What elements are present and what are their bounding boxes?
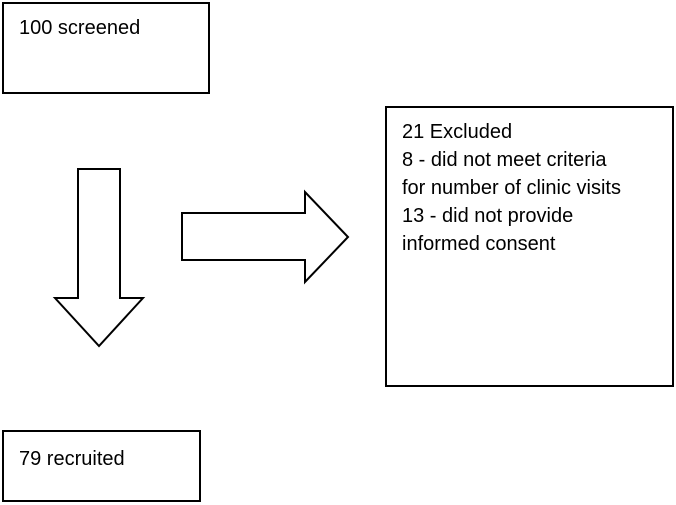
recruited-box: 79 recruited — [2, 430, 201, 502]
screened-label: 100 screened — [19, 17, 141, 39]
excluded-line-total: 21 Excluded — [402, 121, 513, 143]
down-arrow-icon — [52, 168, 146, 348]
excluded-line-consent: 13 - did not provide — [402, 205, 574, 227]
excluded-box: 21 Excluded 8 - did not meet criteria fo… — [385, 106, 674, 387]
excluded-line-criteria: 8 - did not meet criteria — [402, 149, 607, 171]
screened-box: 100 screened — [2, 2, 210, 94]
recruited-label: 79 recruited — [19, 448, 125, 470]
right-arrow-icon — [181, 189, 350, 285]
excluded-lines: 21 Excluded 8 - did not meet criteria fo… — [402, 118, 621, 258]
excluded-line-criteria-cont: for number of clinic visits — [402, 177, 621, 199]
excluded-line-consent-cont: informed consent — [402, 233, 556, 255]
